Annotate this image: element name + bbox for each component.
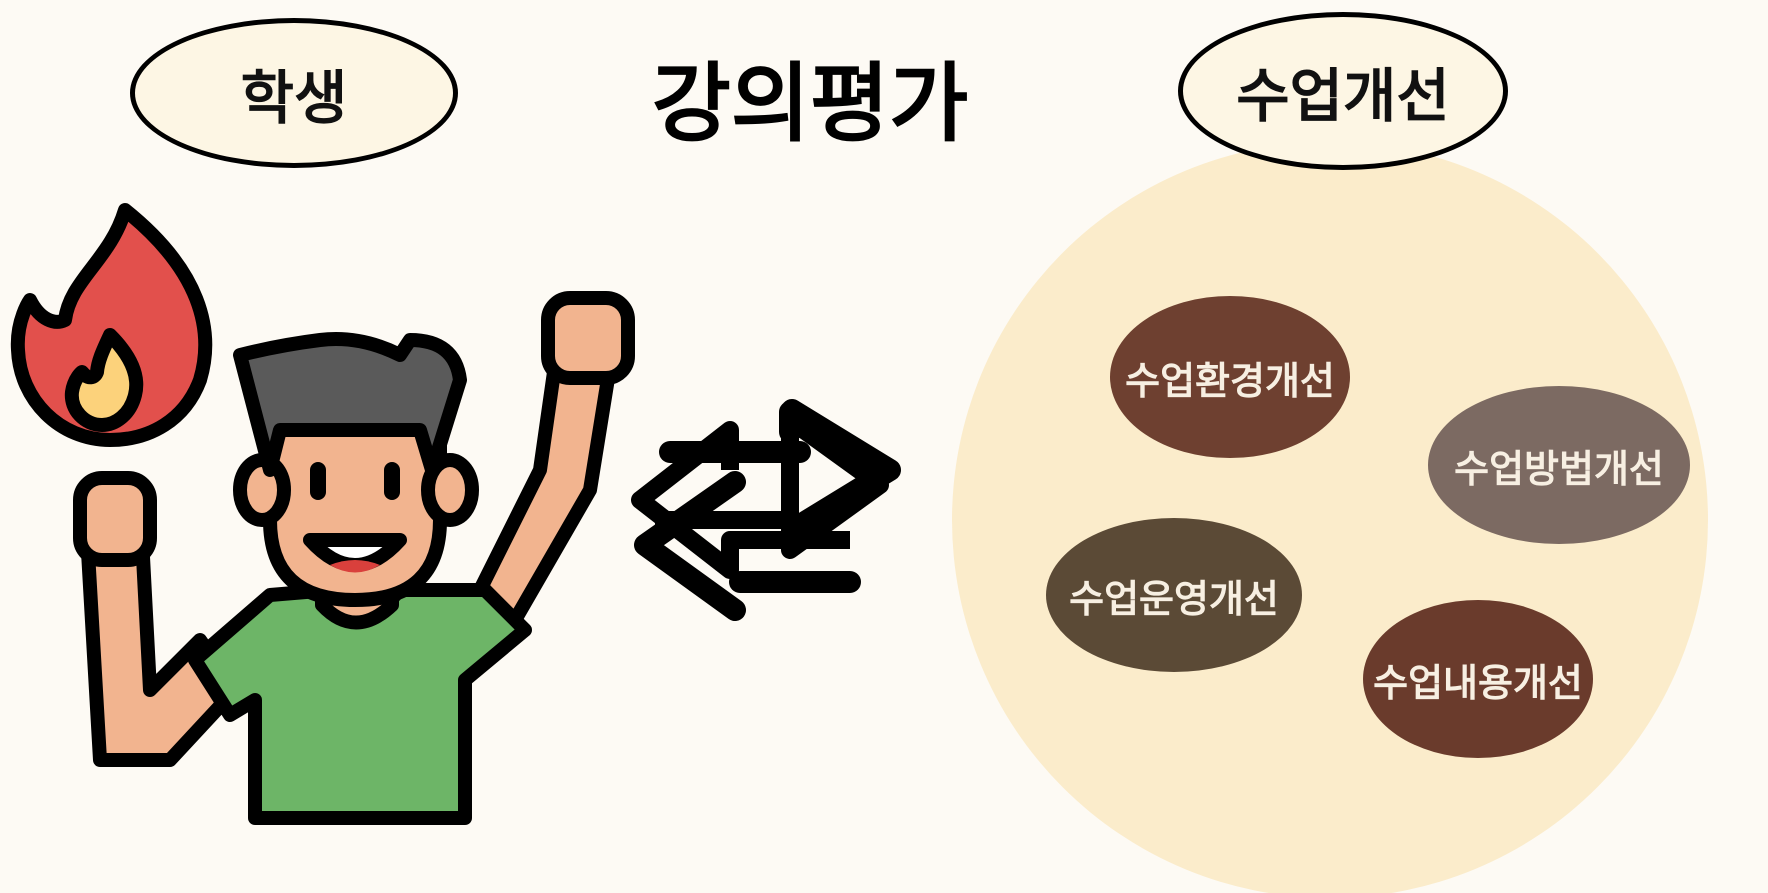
improvement-content-badge: 수업내용개선 [1363,600,1593,758]
student-label: 학생 [130,18,458,168]
exchange-arrows-shape [631,411,889,579]
improvement-method-badge: 수업방법개선 [1428,386,1690,544]
diagram-title: 강의평가 [651,53,969,154]
improvement-operation-badge: 수업운영개선 [1046,518,1302,672]
class-improvement-label: 수업개선 [1178,12,1508,170]
person-cheering-icon [73,291,635,825]
flame-icon [10,203,213,447]
improvement-environment-badge: 수업환경개선 [1110,296,1350,458]
